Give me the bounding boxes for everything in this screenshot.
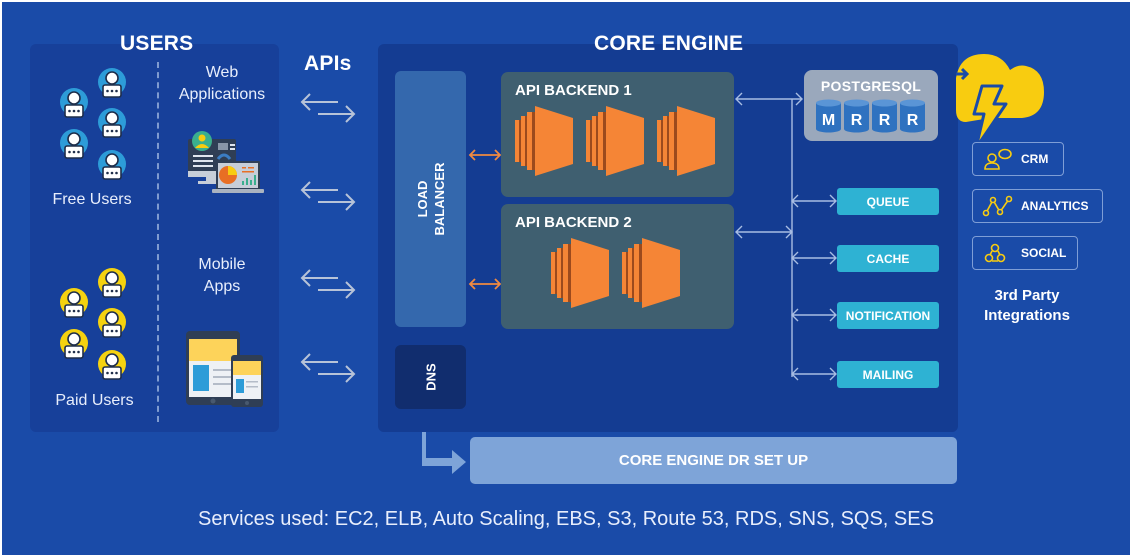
api-backend-2-instances — [551, 238, 680, 308]
database-cylinder-icon: M — [816, 99, 841, 133]
mailing-service[interactable]: MAILING — [837, 361, 939, 388]
social-icon — [984, 243, 1006, 263]
ec2-instance-icon — [622, 238, 680, 308]
social-integration[interactable]: SOCIAL — [972, 236, 1078, 270]
api-backend-2: API BACKEND 2 — [501, 204, 734, 329]
analytics-label: ANALYTICS — [1021, 199, 1089, 213]
bidirectional-arrow-icon — [300, 353, 356, 383]
services-used: Services used: EC2, ELB, Auto Scaling, E… — [198, 508, 934, 530]
crm-integration[interactable]: CRM — [972, 142, 1064, 176]
mobile-label-line2: Apps — [203, 278, 241, 295]
database-cylinder-icon: R — [872, 99, 897, 133]
queue-service[interactable]: QUEUE — [837, 188, 939, 215]
load-balancer: LOAD BALANCER — [395, 71, 466, 327]
api-backend-1-instances — [515, 106, 715, 176]
core-engine-title: CORE ENGINE — [594, 32, 744, 55]
core-engine-dr-setup: CORE ENGINE DR SET UP — [470, 437, 957, 484]
paid-users-label: Paid Users — [55, 392, 134, 409]
third-party-integrations-caption: 3rd Party Integrations — [972, 286, 1082, 326]
db-node-label: R — [851, 112, 863, 129]
lb-line1: LOAD — [414, 180, 430, 218]
lb-line2: BALANCER — [431, 162, 447, 236]
caption-line2: Integrations — [984, 307, 1070, 324]
crm-label: CRM — [1021, 152, 1049, 166]
user-icon — [60, 288, 88, 318]
api-backend-2-title: API BACKEND 2 — [515, 214, 632, 231]
api-backend-1: API BACKEND 1 — [501, 72, 734, 197]
bidirectional-arrow-icon — [300, 181, 356, 211]
postgresql-title: POSTGRESQL — [820, 78, 922, 94]
crm-icon — [984, 148, 1012, 170]
users-title: USERS — [120, 32, 194, 55]
db-node-label: R — [879, 112, 891, 129]
cache-connector — [791, 251, 837, 265]
web-applications-icon — [184, 129, 264, 199]
free-users-label: Free Users — [52, 191, 132, 208]
user-icon — [98, 350, 126, 380]
user-icon — [98, 268, 126, 298]
free-users-icons — [60, 68, 126, 180]
web-label-line2: Applications — [178, 86, 266, 103]
user-icon — [98, 150, 126, 180]
free-users-group — [54, 66, 134, 186]
web-applications-label: Web Applications — [172, 62, 272, 106]
user-icon — [60, 88, 88, 118]
db-node-label: R — [907, 112, 919, 129]
cache-service[interactable]: CACHE — [837, 245, 939, 272]
postgres-connector — [735, 92, 803, 106]
analytics-integration[interactable]: ANALYTICS — [972, 189, 1103, 223]
web-label-line1: Web — [205, 64, 239, 81]
social-label: SOCIAL — [1021, 246, 1067, 260]
load-balancer-label: LOAD BALANCER — [414, 163, 448, 236]
turn-arrow-icon — [422, 432, 466, 474]
dns-label: DNS — [423, 363, 438, 391]
user-icon — [98, 108, 126, 138]
paid-users-group — [54, 266, 134, 386]
mobile-apps-label: Mobile Apps — [172, 254, 272, 298]
api-arrows — [298, 92, 358, 392]
bidirectional-arrow-icon — [300, 269, 356, 299]
cloud-lightning-icon — [956, 54, 1044, 150]
user-icon — [60, 129, 88, 159]
ec2-instance-icon — [657, 106, 715, 176]
user-icon — [98, 308, 126, 338]
caption-line1: 3rd Party — [994, 287, 1060, 304]
lb-backend2-arrow — [468, 278, 502, 290]
apis-title: APIs — [304, 52, 352, 75]
api-backend-1-title: API BACKEND 1 — [515, 82, 632, 99]
mobile-apps-icon — [184, 329, 264, 409]
dns: DNS — [395, 345, 466, 409]
users-divider — [157, 62, 159, 422]
ec2-instance-icon — [551, 238, 609, 308]
mailing-connector — [791, 367, 837, 381]
notification-connector — [791, 308, 837, 322]
ec2-instance-icon — [515, 106, 573, 176]
mobile-label-line1: Mobile — [198, 256, 246, 273]
paid-users-icons — [60, 268, 126, 380]
lb-backend1-arrow — [468, 149, 502, 161]
ec2-instance-icon — [586, 106, 644, 176]
bidirectional-arrow-icon — [300, 93, 356, 123]
service-connectors — [735, 92, 837, 381]
user-icon — [60, 329, 88, 359]
database-cylinder-icon: R — [844, 99, 869, 133]
db-node-label: M — [822, 112, 835, 129]
user-icon — [98, 68, 126, 98]
notification-service[interactable]: NOTIFICATION — [837, 302, 939, 329]
database-cylinder-icon: R — [900, 99, 925, 133]
analytics-icon — [982, 195, 1013, 217]
backend2-connector — [735, 225, 793, 239]
queue-connector — [791, 194, 837, 208]
